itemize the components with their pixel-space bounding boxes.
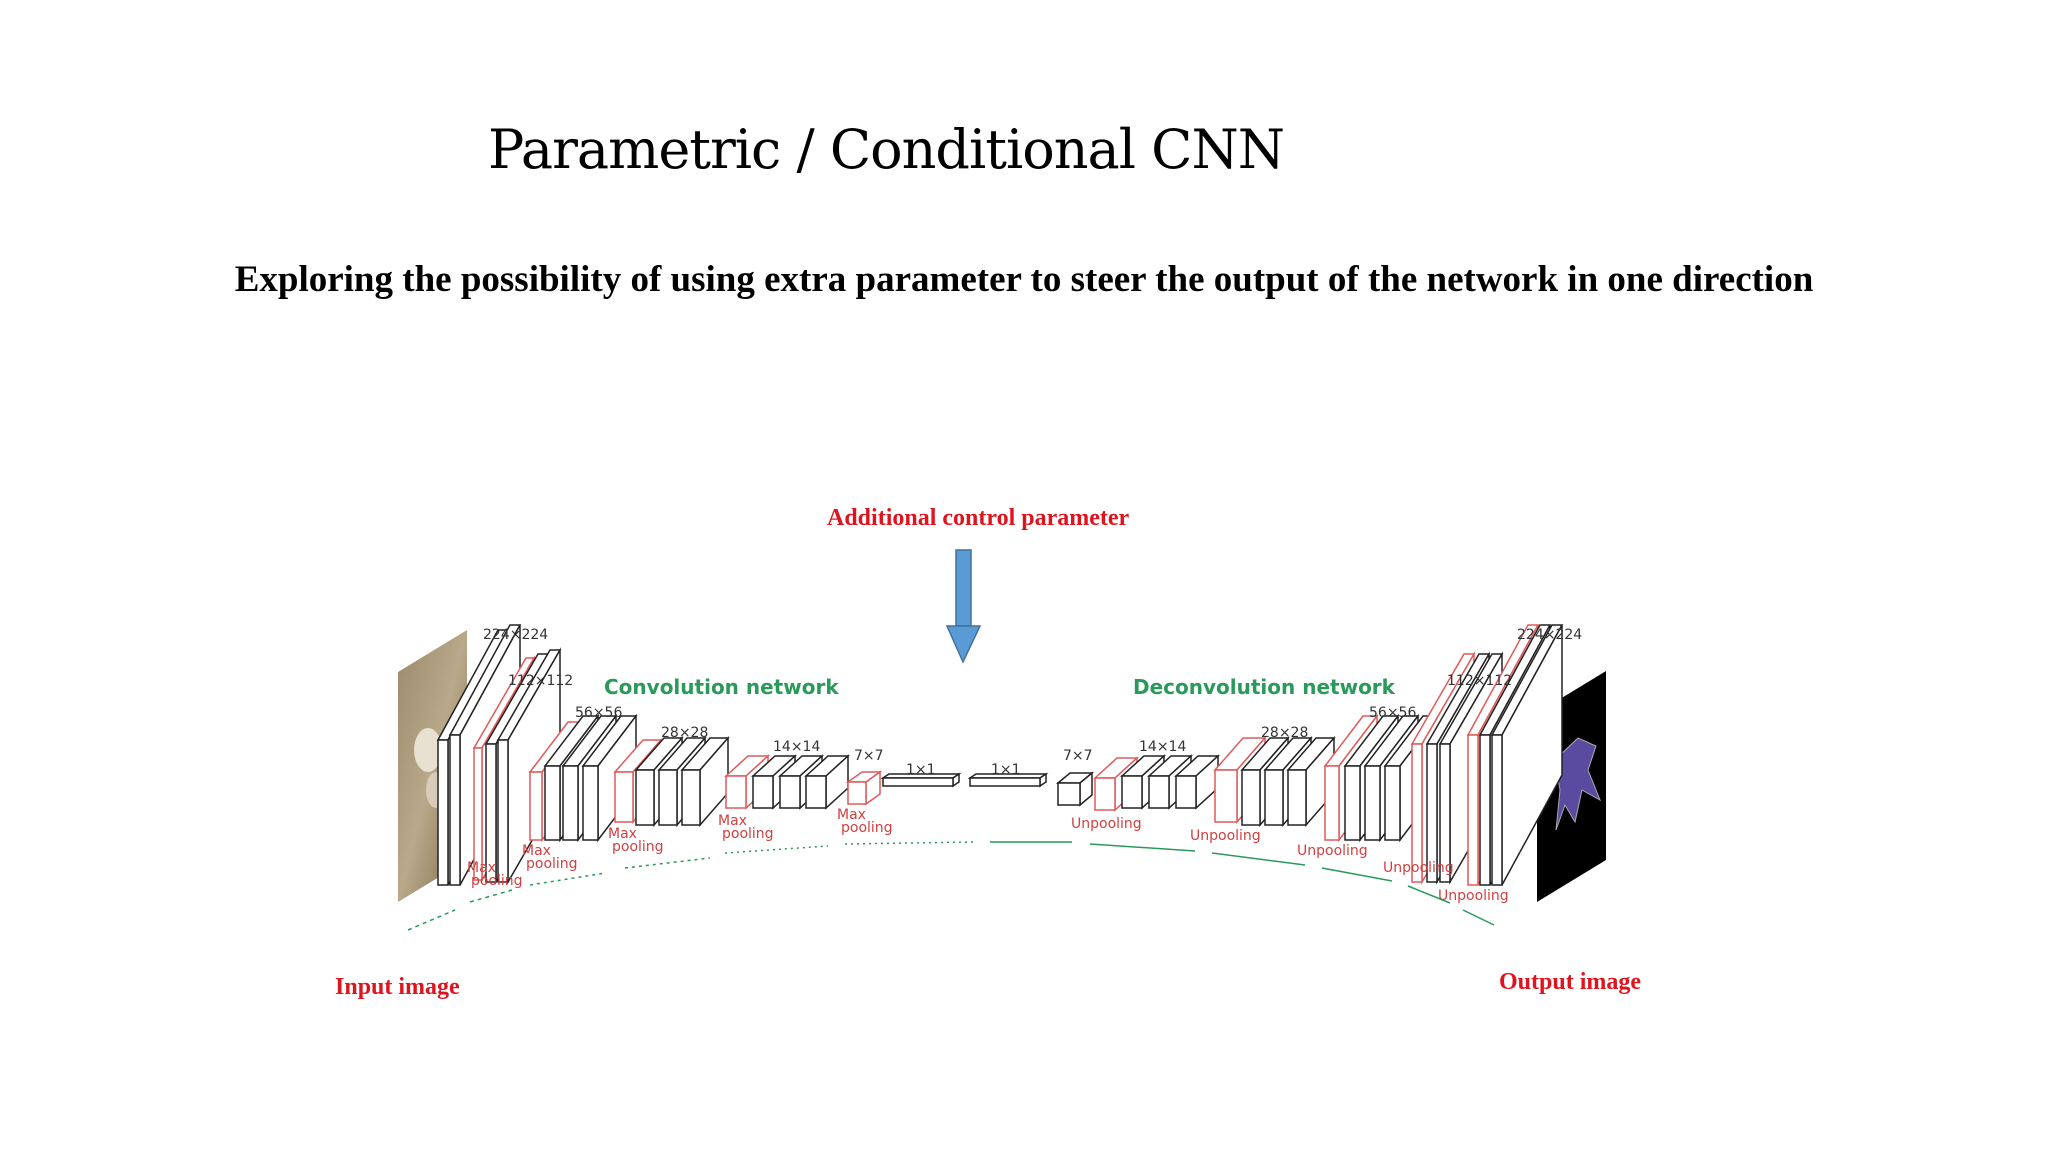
conv-layer <box>880 772 962 788</box>
size-label: 224×224 <box>483 627 548 643</box>
layer-stack <box>436 624 1564 886</box>
size-label: 56×56 <box>1369 705 1416 721</box>
pooling-layer <box>845 770 883 806</box>
size-label: 1×1 <box>991 762 1021 778</box>
max-pooling-label: Max <box>608 826 637 842</box>
size-label: 112×112 <box>508 673 573 689</box>
conv-layer <box>680 736 730 827</box>
deconv-network-title: Deconvolution network <box>1133 675 1396 699</box>
unpooling-label: Unpooling <box>1383 860 1454 876</box>
control-parameter-label: Additional control parameter <box>827 505 1130 531</box>
max-pooling-label: pooling <box>471 873 523 889</box>
size-label: 1×1 <box>906 762 936 778</box>
size-label: 14×14 <box>773 739 820 755</box>
max-pooling-label: Max <box>837 807 866 823</box>
slide-subtitle: Exploring the possibility of using extra… <box>234 259 1814 300</box>
flow-arrows <box>407 841 1495 931</box>
max-pooling-label: Max <box>718 813 747 829</box>
size-label: 28×28 <box>661 725 708 741</box>
size-label: 224×224 <box>1517 627 1582 643</box>
unpooling-label: Unpooling <box>1438 888 1509 904</box>
unpooling-label: Unpooling <box>1297 843 1368 859</box>
conv-layer <box>1286 736 1336 827</box>
size-label: 56×56 <box>575 705 622 721</box>
output-image-label: Output image <box>1499 969 1642 995</box>
conv-layer <box>804 754 850 810</box>
conv-layer <box>1055 771 1095 807</box>
size-label: 28×28 <box>1261 725 1308 741</box>
max-pooling-label: pooling <box>612 839 664 855</box>
conv-network-title: Convolution network <box>604 675 839 699</box>
max-pooling-label: pooling <box>841 820 893 836</box>
slide-title: Parametric / Conditional CNN <box>488 118 1285 181</box>
max-pooling-label: pooling <box>722 826 774 842</box>
conv-layer <box>967 772 1049 788</box>
control-arrow <box>945 549 982 664</box>
size-label: 7×7 <box>1063 748 1093 764</box>
size-label: 112×112 <box>1447 673 1512 689</box>
max-pooling-label: Max <box>522 843 551 859</box>
size-label: 14×14 <box>1139 739 1186 755</box>
max-pooling-label: pooling <box>526 856 578 872</box>
input-image-label: Input image <box>335 974 460 1000</box>
unpooling-label: Unpooling <box>1071 816 1142 832</box>
unpooling-label: Unpooling <box>1190 828 1261 844</box>
size-label: 7×7 <box>854 748 884 764</box>
max-pooling-label: Max <box>467 860 496 876</box>
conv-layer <box>1490 624 1564 886</box>
